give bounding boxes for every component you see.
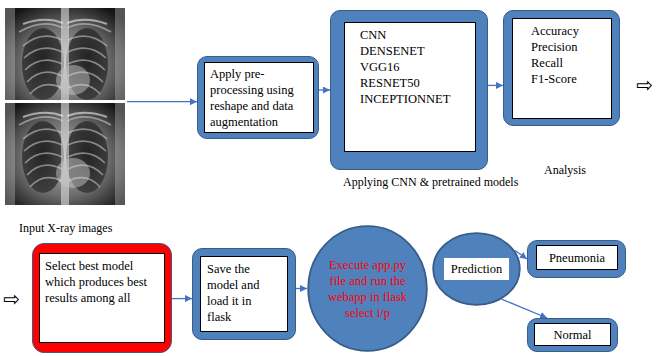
node-caption: Analysis xyxy=(544,163,586,178)
circle-outline xyxy=(433,233,520,305)
node-text: Save the model and load it in flask xyxy=(207,261,269,325)
node-text: Select best model which produces best re… xyxy=(45,258,161,306)
node-caption: Applying CNN & pretrained models xyxy=(343,175,518,190)
save-box: Save the model and load it in flask xyxy=(192,248,296,340)
text-panel: Normal xyxy=(534,323,611,346)
metrics-box: Accuracy Precision Recall F1-ScoreAnalys… xyxy=(503,10,620,126)
model-box: CNN DENSENET VGG16 RESNET50 INCEPTIONNET… xyxy=(330,10,488,170)
text-panel: Save the model and load it in flask xyxy=(200,256,288,332)
flow-arrow xyxy=(296,288,307,289)
text-panel: Pneumonia xyxy=(536,245,618,270)
node-text: Execute app.py file and run the webapp i… xyxy=(328,257,408,321)
text-holder: Execute app.py file and run the webapp i… xyxy=(328,257,408,321)
prediction-circle: Prediction xyxy=(432,232,521,306)
continuation-arrow: ⇨ xyxy=(636,74,653,96)
result-box: Pneumonia xyxy=(527,240,626,278)
process-box: Apply pre-processing using reshape and d… xyxy=(197,56,319,139)
continuation-arrow: ⇨ xyxy=(3,288,20,310)
circle-shape xyxy=(307,225,428,352)
flow-arrow xyxy=(502,299,547,318)
xray-image xyxy=(5,8,125,100)
node-text: CNN DENSENET VGG16 RESNET50 INCEPTIONNET xyxy=(360,27,475,107)
flow-arrow xyxy=(488,85,503,86)
flow-arrow xyxy=(319,89,330,90)
xray-input: Input X-ray images xyxy=(5,8,127,238)
text-holder: Prediction xyxy=(444,258,509,280)
text-panel: CNN DENSENET VGG16 RESNET50 INCEPTIONNET xyxy=(344,22,476,152)
xray-image xyxy=(5,103,125,205)
result-box: Normal xyxy=(527,318,618,352)
node-caption: Input X-ray images xyxy=(19,221,112,236)
flow-arrow xyxy=(127,101,197,102)
text-panel: Select best model which produces best re… xyxy=(39,253,165,343)
node-text: Normal xyxy=(553,327,591,343)
circle-outline xyxy=(308,226,427,351)
selection-box: Select best model which produces best re… xyxy=(32,243,172,353)
node-text: Pneumonia xyxy=(549,250,605,266)
node-text: Prediction xyxy=(444,258,509,280)
node-text: Apply pre-processing using reshape and d… xyxy=(210,66,308,130)
text-panel: Apply pre-processing using reshape and d… xyxy=(204,62,314,133)
xray-image xyxy=(5,103,125,205)
flow-arrow xyxy=(172,298,192,299)
text-panel: Accuracy Precision Recall F1-Score xyxy=(512,18,612,119)
execute-circle: Execute app.py file and run the webapp i… xyxy=(307,225,428,352)
node-text: Accuracy Precision Recall F1-Score xyxy=(531,23,611,87)
xray-image xyxy=(5,8,125,100)
